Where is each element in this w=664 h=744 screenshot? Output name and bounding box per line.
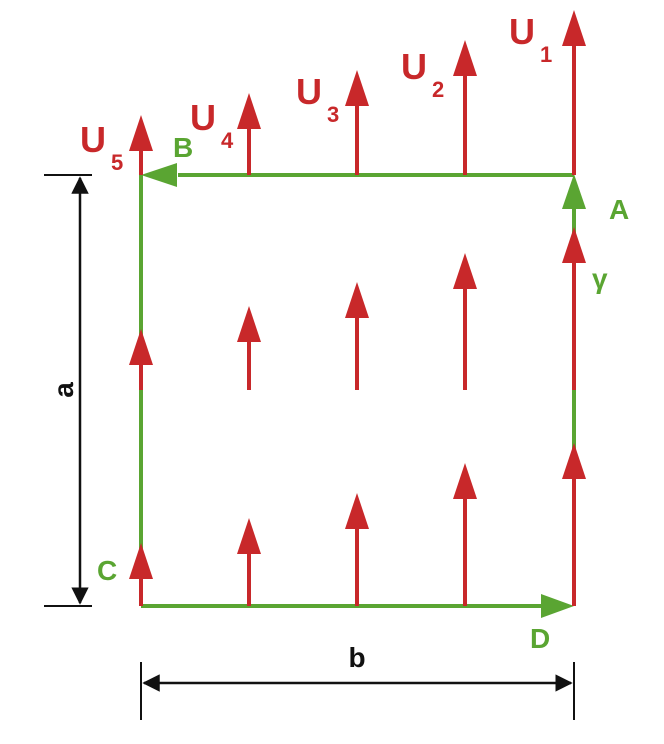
velocity-arrow — [345, 282, 369, 318]
u5-label: U — [80, 119, 106, 160]
corner-labels: A B C D γ — [97, 132, 629, 654]
velocity-arrow — [129, 543, 153, 579]
velocity-arrow-u4 — [237, 93, 261, 129]
u2-subscript: 2 — [432, 77, 444, 102]
contour-arrow-to-a — [562, 174, 586, 209]
velocity-arrow-u2 — [453, 40, 477, 76]
contour-arrow-to-b — [141, 163, 177, 187]
velocity-arrow — [237, 306, 261, 342]
velocity-arrow-u5 — [129, 115, 153, 151]
u2-label: U — [401, 46, 427, 87]
velocity-arrow — [562, 443, 586, 479]
u1-label: U — [509, 11, 535, 52]
velocity-arrow — [345, 493, 369, 529]
height-label: a — [48, 382, 79, 398]
velocity-arrow — [453, 463, 477, 499]
contour — [139, 163, 586, 618]
velocity-arrow — [237, 518, 261, 554]
corner-d-label: D — [530, 623, 550, 654]
width-label: b — [348, 642, 365, 673]
height-dimension: a — [44, 174, 92, 607]
contour-gamma-label: γ — [592, 263, 608, 294]
u5-subscript: 5 — [111, 150, 123, 175]
corner-a-label: A — [609, 194, 629, 225]
contour-arrow-to-d — [541, 594, 574, 618]
u3-subscript: 3 — [327, 102, 339, 127]
u3-label: U — [296, 71, 322, 112]
velocity-arrow — [562, 227, 586, 263]
velocity-arrow — [453, 253, 477, 289]
u1-subscript: 1 — [540, 42, 552, 67]
corner-c-label: C — [97, 555, 117, 586]
velocity-field — [129, 10, 586, 606]
velocity-arrow-u3 — [345, 70, 369, 106]
velocity-arrow — [129, 329, 153, 365]
corner-b-label: B — [173, 132, 193, 163]
velocity-arrow-u1 — [562, 10, 586, 46]
width-dimension: b — [140, 642, 575, 720]
u4-subscript: 4 — [221, 128, 234, 153]
velocity-labels: U 1 U 2 U 3 U 4 U 5 — [80, 11, 552, 175]
u4-label: U — [190, 97, 216, 138]
